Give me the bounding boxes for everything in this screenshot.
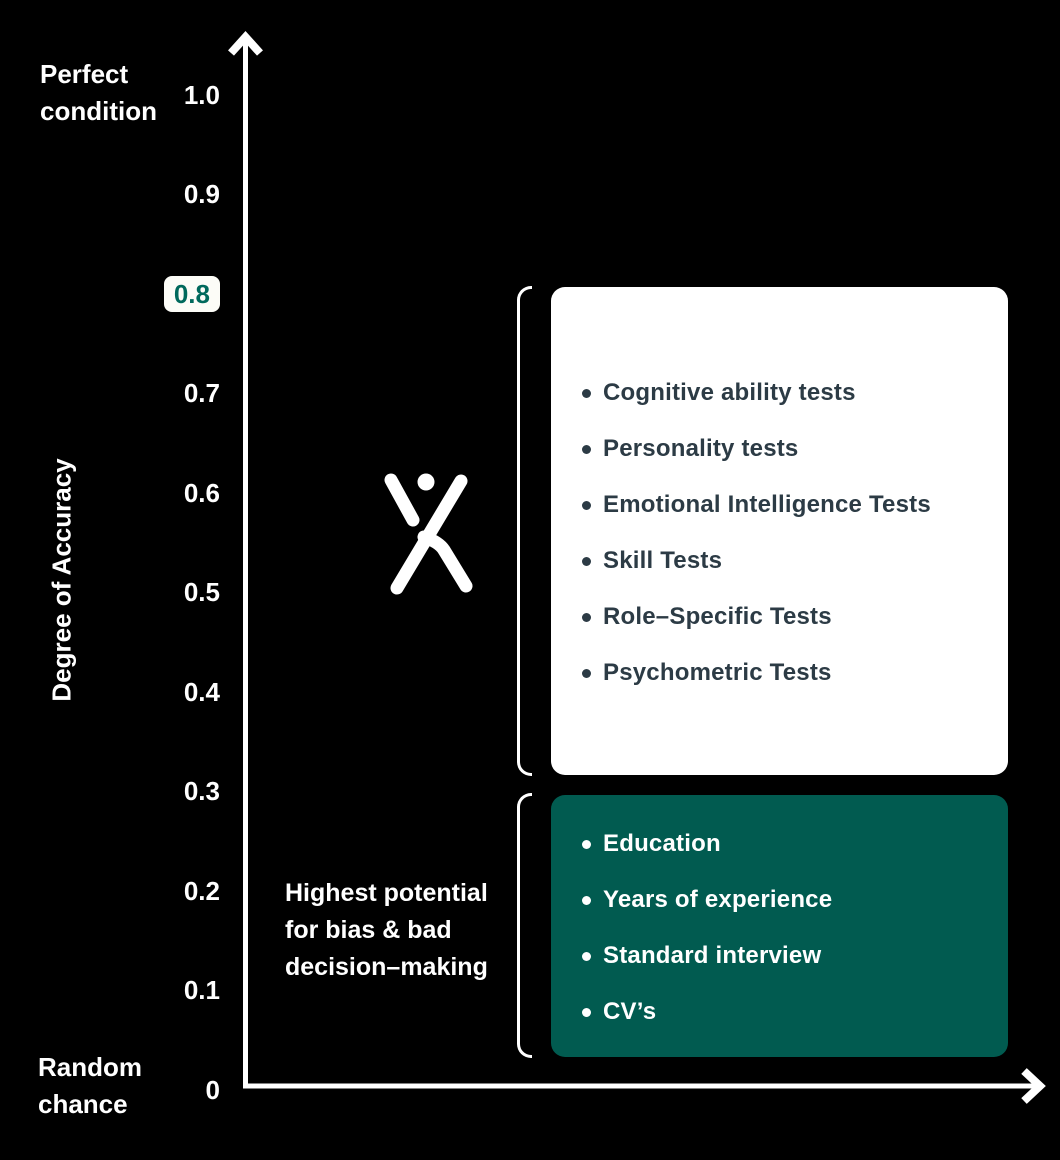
y-tick-0-2: 0.2 <box>183 876 220 906</box>
list-item: Cognitive ability tests <box>582 378 1008 408</box>
list-item: Emotional Intelligence Tests <box>582 490 1008 520</box>
list-item: Personality tests <box>582 434 1008 464</box>
list-item: Education <box>582 829 1008 859</box>
y-tick-1-0: 1.0 <box>183 80 220 110</box>
bullet-icon <box>582 1007 591 1017</box>
bracket-traditional <box>517 793 532 1058</box>
list-item-label: Role–Specific Tests <box>603 603 832 630</box>
bias-annotation-line3: decision–making <box>285 953 488 981</box>
bias-annotation: Highest potential for bias & bad decisio… <box>285 875 488 986</box>
list-item: CV’s <box>582 997 1008 1027</box>
traditional-card: Education Years of experience Standard i… <box>551 795 1008 1057</box>
list-item: Standard interview <box>582 941 1008 971</box>
random-chance-line1: Random <box>38 1052 142 1082</box>
assessments-list: Cognitive ability tests Personality test… <box>551 287 1008 688</box>
list-item-label: Personality tests <box>603 435 799 462</box>
list-item-label: Psychometric Tests <box>603 659 832 686</box>
y-tick-0-6: 0.6 <box>183 478 220 508</box>
list-item: Psychometric Tests <box>582 658 1008 688</box>
bullet-icon <box>582 668 591 678</box>
highlighted-tick-value: 0.8 <box>163 276 220 312</box>
list-item-label: Cognitive ability tests <box>603 379 856 406</box>
perfect-condition-line1: Perfect <box>40 59 129 89</box>
perfect-condition-label: Perfect condition <box>40 56 157 130</box>
bullet-icon <box>582 951 591 961</box>
random-chance-line2: chance <box>38 1089 128 1119</box>
y-tick-0-9: 0.9 <box>183 179 220 209</box>
bullet-icon <box>582 444 591 454</box>
y-tick-0-5: 0.5 <box>183 577 220 607</box>
y-tick-0-4: 0.4 <box>183 677 220 707</box>
y-tick-0-1: 0.1 <box>183 975 220 1005</box>
list-item-label: Emotional Intelligence Tests <box>603 491 931 518</box>
list-item-label: Skill Tests <box>603 547 723 574</box>
traditional-list: Education Years of experience Standard i… <box>551 795 1008 1027</box>
random-chance-label: Random chance <box>38 1049 142 1123</box>
person-logo-icon <box>384 473 473 595</box>
bullet-icon <box>582 839 591 849</box>
assessments-card: Cognitive ability tests Personality test… <box>551 287 1008 775</box>
y-tick-0-8-highlight: 0.8 <box>120 276 220 312</box>
y-tick-0: 0 <box>205 1075 220 1105</box>
list-item: Skill Tests <box>582 546 1008 576</box>
bullet-icon <box>582 388 591 398</box>
list-item-label: Years of experience <box>603 886 833 913</box>
y-tick-0-3: 0.3 <box>183 776 220 806</box>
y-axis-arrow-icon <box>228 31 263 56</box>
y-axis-title: Degree of Accuracy <box>46 458 77 702</box>
bracket-assessments <box>517 286 532 776</box>
bullet-icon <box>582 895 591 905</box>
bullet-icon <box>582 612 591 622</box>
list-item: Years of experience <box>582 885 1008 915</box>
list-item-label: Standard interview <box>603 942 822 969</box>
bullet-icon <box>582 556 591 566</box>
list-item-label: Education <box>603 830 721 857</box>
list-item: Role–Specific Tests <box>582 602 1008 632</box>
bullet-icon <box>582 500 591 510</box>
list-item-label: CV’s <box>603 998 657 1025</box>
x-axis-arrow-icon <box>1021 1068 1046 1104</box>
bias-annotation-line2: for bias & bad <box>285 916 452 944</box>
perfect-condition-line2: condition <box>40 96 157 126</box>
y-tick-0-7: 0.7 <box>183 378 220 408</box>
bias-annotation-line1: Highest potential <box>285 879 488 907</box>
